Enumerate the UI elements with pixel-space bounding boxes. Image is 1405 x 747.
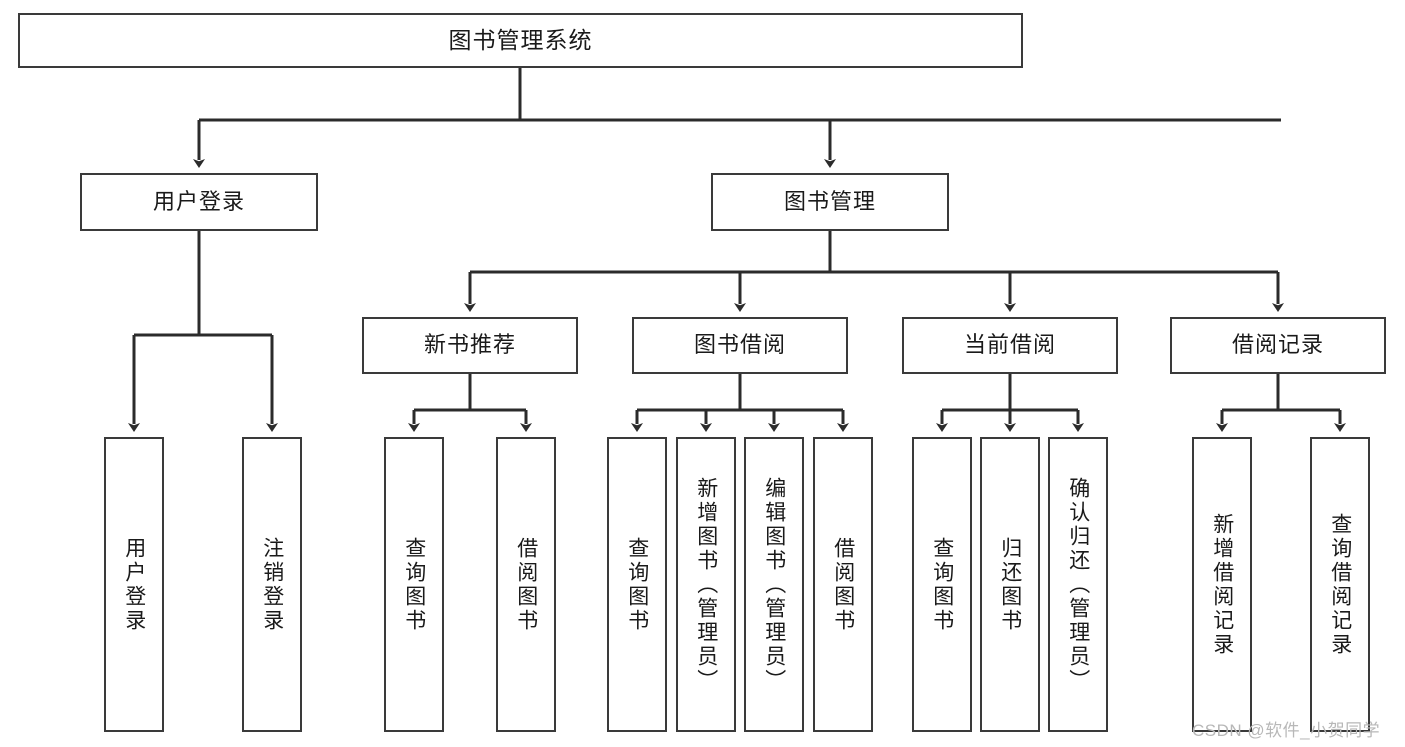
node-label: 用户登录: [152, 188, 245, 214]
node-label: 查询图书: [930, 536, 954, 633]
node-label: 图书管理: [783, 188, 876, 214]
leaf-user-logout[interactable]: 注销登录: [242, 437, 302, 732]
node-label: 图书管理系统: [448, 26, 593, 53]
leaf-edit-book-admin[interactable]: 编辑图书（管理员）: [744, 437, 804, 732]
leaf-borrow-book[interactable]: 借阅图书: [813, 437, 873, 732]
node-user-login[interactable]: 用户登录: [80, 173, 318, 231]
node-new-book-recommend[interactable]: 新书推荐: [362, 317, 578, 374]
node-label: 新增借阅记录: [1210, 512, 1234, 657]
node-book-borrow[interactable]: 图书借阅: [632, 317, 848, 374]
node-label: 查询借阅记录: [1328, 512, 1352, 657]
node-borrow-record[interactable]: 借阅记录: [1170, 317, 1386, 374]
node-book-manage[interactable]: 图书管理: [711, 173, 949, 231]
leaf-confirm-return-admin[interactable]: 确认归还（管理员）: [1048, 437, 1108, 732]
node-label: 图书借阅: [693, 332, 786, 358]
leaf-query-book-recommend[interactable]: 查询图书: [384, 437, 444, 732]
leaf-return-book[interactable]: 归还图书: [980, 437, 1040, 732]
leaf-query-book-current[interactable]: 查询图书: [912, 437, 972, 732]
node-label: 新增图书（管理员）: [694, 476, 718, 693]
leaf-query-borrow-record[interactable]: 查询借阅记录: [1310, 437, 1370, 732]
node-label: 确认归还（管理员）: [1066, 476, 1090, 693]
csdn-watermark: CSDN @软件_小贺同学: [1192, 721, 1381, 740]
node-current-borrow[interactable]: 当前借阅: [902, 317, 1118, 374]
node-label: 归还图书: [998, 536, 1022, 633]
leaf-borrow-book-recommend[interactable]: 借阅图书: [496, 437, 556, 732]
leaf-user-login[interactable]: 用户登录: [104, 437, 164, 732]
leaf-add-book-admin[interactable]: 新增图书（管理员）: [676, 437, 736, 732]
node-label: 借阅图书: [831, 536, 855, 633]
node-label: 用户登录: [122, 536, 146, 633]
node-label: 编辑图书（管理员）: [762, 476, 786, 693]
node-label: 查询图书: [402, 536, 426, 633]
node-label: 借阅记录: [1231, 332, 1324, 358]
node-label: 查询图书: [625, 536, 649, 633]
node-label: 借阅图书: [514, 536, 538, 633]
node-root-book-management-system[interactable]: 图书管理系统: [18, 13, 1023, 68]
node-label: 新书推荐: [423, 332, 516, 358]
leaf-add-borrow-record[interactable]: 新增借阅记录: [1192, 437, 1252, 732]
leaf-query-book-borrow[interactable]: 查询图书: [607, 437, 667, 732]
node-label: 注销登录: [260, 536, 284, 633]
node-label: 当前借阅: [963, 332, 1056, 358]
